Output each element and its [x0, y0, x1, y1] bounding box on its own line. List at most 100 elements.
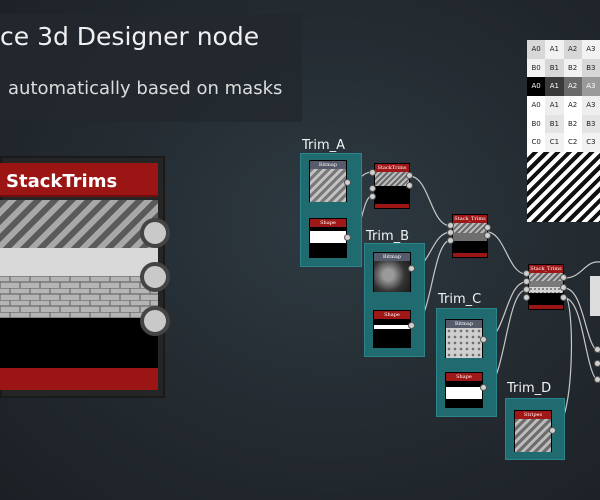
shape-node-a[interactable]: Shape	[309, 218, 347, 258]
grid-cell: C1	[545, 133, 564, 152]
node-footer	[529, 305, 563, 309]
stacktrims-node-3[interactable]: Stack_Trims	[528, 264, 564, 310]
grid-cell: C2	[563, 133, 582, 152]
bricks-trim-preview	[0, 276, 158, 318]
bitmap-node-label: Bitmap	[374, 253, 410, 261]
port[interactable]	[369, 193, 376, 200]
grid-cell: B2	[563, 58, 582, 78]
port[interactable]	[406, 172, 413, 179]
stack-preview-black	[375, 186, 409, 204]
port[interactable]	[447, 229, 454, 236]
stack-preview-dots	[529, 287, 563, 293]
grid-cell: A0	[527, 95, 546, 115]
bitmap-preview	[310, 169, 346, 202]
grid-cell: B3	[581, 58, 600, 78]
port[interactable]	[523, 278, 530, 285]
grid-cell: A2	[563, 95, 582, 115]
port[interactable]	[344, 179, 351, 186]
stack-preview-bitmap	[453, 233, 487, 241]
slide-subtitle: automatically based on masks	[8, 78, 283, 99]
output-port-1[interactable]	[140, 218, 170, 248]
port[interactable]	[560, 294, 567, 301]
grid-cell: A3	[581, 40, 600, 59]
port[interactable]	[549, 427, 556, 434]
port[interactable]	[484, 232, 491, 239]
grid-cell: B0	[527, 114, 546, 134]
black-trim-preview	[0, 318, 158, 368]
grid-cell: A1	[545, 95, 564, 115]
grid-cell: A3	[581, 95, 600, 115]
port[interactable]	[594, 360, 600, 367]
grid-cell: C0	[527, 133, 546, 152]
stack-preview-black	[453, 241, 487, 253]
shape-preview	[446, 381, 482, 408]
frame-label-trim-b: Trim_B	[366, 229, 410, 244]
bitmap-node-b[interactable]: Bitmap	[373, 252, 411, 292]
node-footer	[453, 253, 487, 257]
stacktrims-node-label: Stack_Trims	[529, 265, 563, 273]
port[interactable]	[447, 237, 454, 244]
stacktrims-node-label: StackTrims	[375, 164, 409, 172]
title-panel	[0, 14, 302, 122]
output-node-partial[interactable]	[590, 276, 600, 316]
grid-cell: C3	[581, 133, 600, 152]
port[interactable]	[560, 274, 567, 281]
brick-pattern	[0, 276, 158, 318]
stacktrims-node-1[interactable]: StackTrims	[374, 163, 410, 209]
bitmap-node-c[interactable]: Bitmap	[445, 319, 483, 358]
stacktrims-node-2[interactable]: Stack_Trims	[452, 214, 488, 258]
output-port-3[interactable]	[140, 306, 170, 336]
port[interactable]	[447, 222, 454, 229]
stack-preview	[375, 172, 409, 186]
node-footer	[375, 204, 409, 208]
shape-node-label: Shape	[310, 219, 346, 227]
shape-node-c[interactable]: Shape	[445, 372, 483, 408]
grid-cell: B1	[545, 114, 564, 134]
node-header	[0, 163, 158, 197]
node-title: StackTrims	[6, 171, 118, 192]
port[interactable]	[594, 376, 600, 383]
shape-node-b[interactable]: Shape	[373, 310, 411, 348]
port[interactable]	[408, 265, 415, 272]
stacktrims-node-label: Stack_Trims	[453, 215, 487, 223]
stack-preview	[529, 273, 563, 281]
port[interactable]	[523, 294, 530, 301]
stripes-node-label: Stripes	[515, 411, 551, 419]
shape-node-label: Shape	[446, 373, 482, 381]
port[interactable]	[344, 234, 351, 241]
frame-label-trim-c: Trim_C	[438, 292, 482, 307]
grid-cell: A1	[545, 77, 564, 96]
port[interactable]	[560, 284, 567, 291]
grid-cell: B0	[527, 58, 546, 78]
grid-cell: A2	[563, 40, 582, 59]
port[interactable]	[594, 346, 600, 353]
frame-label-trim-d: Trim_D	[507, 381, 552, 396]
stripes-node-d[interactable]: Stripes	[514, 410, 552, 452]
bitmap-preview	[374, 261, 410, 292]
bitmap-node-label: Bitmap	[310, 161, 346, 169]
grid-cell: B3	[581, 114, 600, 134]
port[interactable]	[408, 322, 415, 329]
grid-cell: B1	[545, 58, 564, 78]
port[interactable]	[523, 286, 530, 293]
stack-preview-black	[529, 293, 563, 305]
grid-cell: A1	[545, 40, 564, 59]
stripes-preview	[515, 419, 551, 452]
slide-title: ce 3d Designer node	[0, 22, 260, 51]
port[interactable]	[480, 336, 487, 343]
port[interactable]	[523, 270, 530, 277]
grid-cell: A3	[581, 77, 600, 96]
port[interactable]	[369, 169, 376, 176]
output-port-2[interactable]	[140, 262, 170, 292]
bitmap-node-a[interactable]: Bitmap	[309, 160, 347, 202]
shape-preview	[310, 227, 346, 258]
port[interactable]	[480, 384, 487, 391]
grid-cell: A2	[563, 77, 582, 96]
port[interactable]	[484, 224, 491, 231]
port[interactable]	[406, 182, 413, 189]
grid-cell: A0	[527, 40, 546, 59]
shape-preview	[374, 319, 410, 348]
port[interactable]	[369, 185, 376, 192]
frame-label-trim-a: Trim_A	[302, 138, 346, 153]
